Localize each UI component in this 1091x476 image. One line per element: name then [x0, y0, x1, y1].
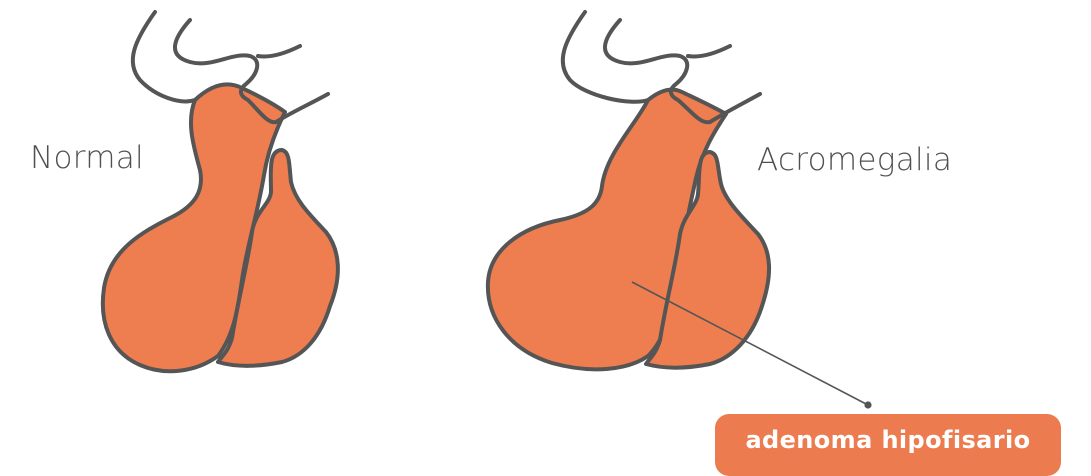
normal-brain-fold-inner: [258, 46, 300, 57]
acromegaly-label: Acromegalia: [757, 142, 952, 178]
acromegaly-hypothalamus-outline: [563, 12, 648, 102]
acromegaly-pituitary: [488, 12, 769, 369]
normal-label: Normal: [30, 140, 144, 176]
acromegaly-brain-fold-inner: [688, 46, 730, 57]
callout-leader-dot: [864, 401, 871, 408]
normal-pituitary: [103, 12, 338, 371]
